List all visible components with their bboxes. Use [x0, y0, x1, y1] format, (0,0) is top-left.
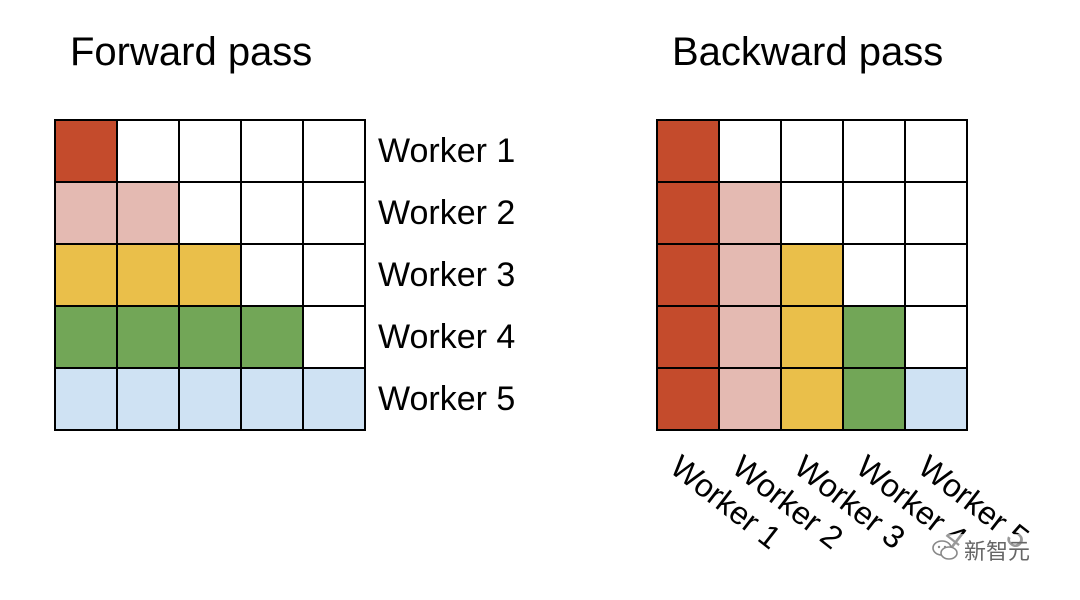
forward-cell-r3-c4 [242, 245, 304, 307]
forward-cell-r4-c1 [56, 307, 118, 369]
backward-cell-r1-c5 [906, 121, 968, 183]
row-label-worker-1: Worker 1 [378, 132, 516, 170]
backward-cell-r4-c1 [658, 307, 720, 369]
backward-cell-r5-c5 [906, 369, 968, 431]
forward-pass-title: Forward pass [70, 30, 313, 74]
backward-cell-r5-c3 [782, 369, 844, 431]
row-label-worker-5: Worker 5 [378, 380, 516, 418]
forward-cell-r2-c5 [304, 183, 366, 245]
forward-cell-r4-c4 [242, 307, 304, 369]
watermark-text: 新智元 [964, 539, 1031, 564]
forward-cell-r5-c5 [304, 369, 366, 431]
watermark: 新智元 [932, 534, 1031, 566]
row-label-worker-2: Worker 2 [378, 194, 516, 232]
forward-cell-r2-c3 [180, 183, 242, 245]
row-label-worker-4: Worker 4 [378, 318, 516, 356]
backward-cell-r2-c5 [906, 183, 968, 245]
backward-cell-r3-c5 [906, 245, 968, 307]
forward-cell-r1-c3 [180, 121, 242, 183]
forward-cell-r5-c1 [56, 369, 118, 431]
backward-cell-r2-c1 [658, 183, 720, 245]
forward-cell-r1-c2 [118, 121, 180, 183]
backward-column-labels: Worker 1 Worker 2 Worker 3 Worker 4 Work… [656, 432, 1036, 592]
backward-cell-r3-c4 [844, 245, 906, 307]
forward-pass-grid [54, 119, 366, 431]
forward-cell-r4-c2 [118, 307, 180, 369]
forward-cell-r2-c2 [118, 183, 180, 245]
backward-cell-r3-c3 [782, 245, 844, 307]
forward-cell-r4-c3 [180, 307, 242, 369]
forward-cell-r3-c3 [180, 245, 242, 307]
backward-cell-r2-c3 [782, 183, 844, 245]
forward-cell-r2-c4 [242, 183, 304, 245]
backward-pass-grid [656, 119, 968, 431]
backward-cell-r1-c1 [658, 121, 720, 183]
backward-cell-r5-c4 [844, 369, 906, 431]
backward-cell-r4-c4 [844, 307, 906, 369]
backward-cell-r1-c4 [844, 121, 906, 183]
wechat-icon [932, 540, 958, 560]
forward-cell-r3-c1 [56, 245, 118, 307]
backward-cell-r1-c3 [782, 121, 844, 183]
backward-cell-r4-c5 [906, 307, 968, 369]
backward-cell-r2-c4 [844, 183, 906, 245]
forward-cell-r2-c1 [56, 183, 118, 245]
backward-cell-r4-c3 [782, 307, 844, 369]
forward-cell-r5-c2 [118, 369, 180, 431]
backward-cell-r5-c1 [658, 369, 720, 431]
backward-cell-r1-c2 [720, 121, 782, 183]
forward-cell-r1-c4 [242, 121, 304, 183]
forward-cell-r5-c4 [242, 369, 304, 431]
backward-cell-r3-c1 [658, 245, 720, 307]
forward-cell-r1-c5 [304, 121, 366, 183]
backward-cell-r2-c2 [720, 183, 782, 245]
forward-cell-r1-c1 [56, 121, 118, 183]
forward-cell-r4-c5 [304, 307, 366, 369]
backward-pass-title: Backward pass [672, 30, 944, 74]
forward-row-labels: Worker 1 Worker 2 Worker 3 Worker 4 Work… [378, 120, 515, 430]
backward-cell-r3-c2 [720, 245, 782, 307]
backward-cell-r4-c2 [720, 307, 782, 369]
row-label-worker-3: Worker 3 [378, 256, 516, 294]
forward-cell-r3-c5 [304, 245, 366, 307]
forward-cell-r3-c2 [118, 245, 180, 307]
backward-cell-r5-c2 [720, 369, 782, 431]
forward-cell-r5-c3 [180, 369, 242, 431]
